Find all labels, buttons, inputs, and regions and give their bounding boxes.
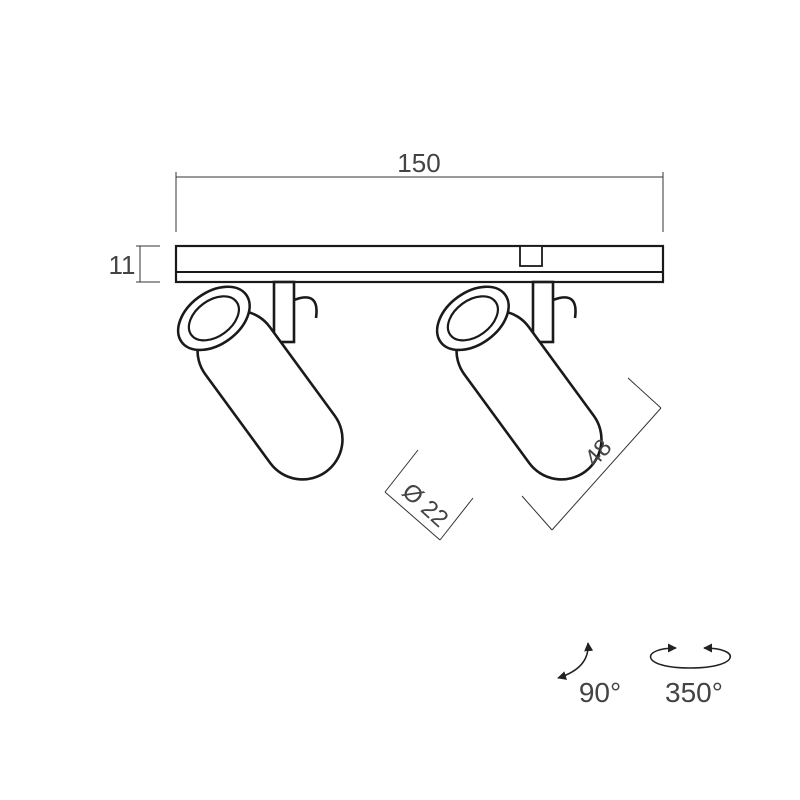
length-extension-bottom bbox=[521, 495, 553, 531]
diameter-dimension-line bbox=[384, 491, 441, 541]
track-connector bbox=[519, 245, 543, 267]
pan-label: 350° bbox=[665, 677, 723, 708]
height-label: 11 bbox=[109, 250, 136, 280]
track-bar bbox=[174, 244, 665, 284]
length-dimension-line bbox=[551, 407, 662, 531]
tilt-label: 90° bbox=[579, 677, 621, 708]
height-dimension: 11 bbox=[109, 245, 160, 283]
diameter-extension-bottom bbox=[439, 497, 474, 541]
spotlight-right bbox=[435, 280, 603, 481]
diameter-dimension: Ø 22 bbox=[384, 449, 474, 541]
spotlight-left-joint bbox=[293, 296, 318, 319]
spotlight-left-stem bbox=[272, 280, 296, 344]
width-dimension: 150 bbox=[175, 148, 664, 232]
spotlight-right-joint bbox=[552, 296, 577, 319]
spotlight-left bbox=[176, 280, 344, 481]
width-label: 150 bbox=[397, 148, 440, 178]
tilt-rotation-icon: 90° bbox=[557, 642, 621, 708]
diameter-extension-top bbox=[384, 449, 419, 493]
spotlight-right-stem bbox=[531, 280, 555, 344]
pan-rotation-icon: 350° bbox=[649, 643, 732, 708]
length-extension-top bbox=[627, 377, 662, 409]
diameter-label: Ø 22 bbox=[397, 478, 454, 533]
